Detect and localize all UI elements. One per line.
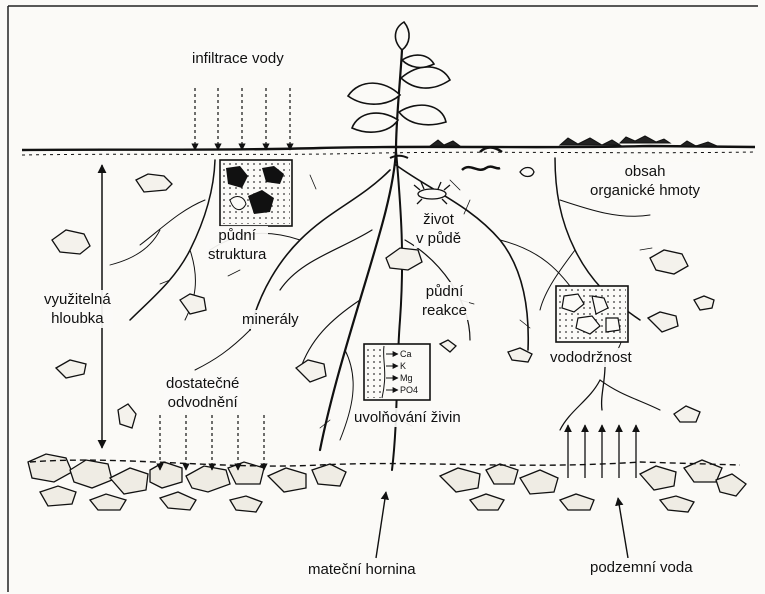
label-organic-matter-text: obsah organické hmoty	[590, 162, 700, 200]
label-organic-matter: obsah organické hmoty	[588, 162, 702, 200]
nutrient-ca: Ca	[400, 349, 412, 359]
soil-surface-line	[22, 146, 755, 155]
label-usable-depth-text: využitelná hloubka	[44, 290, 111, 328]
infiltration-arrows	[195, 88, 290, 150]
label-groundwater: podzemní voda	[588, 558, 695, 577]
label-drainage: dostatečné odvodnění	[164, 374, 241, 412]
label-usable-depth: využitelná hloubka	[42, 290, 113, 328]
label-drainage-text: dostatečné odvodnění	[166, 374, 239, 412]
label-water-retention: vododržnost	[548, 348, 634, 367]
nutrient-mg: Mg	[400, 373, 413, 383]
label-infiltrace: infiltrace vody	[190, 49, 286, 68]
label-parent-rock: mateční hornina	[306, 560, 418, 579]
nutrient-k: K	[400, 361, 406, 371]
nutrient-release-box	[364, 344, 430, 400]
nutrient-po4: PO4	[400, 385, 418, 395]
soil-organisms	[414, 167, 534, 204]
label-soil-structure-text: půdní struktura	[208, 226, 266, 264]
label-soil-life-text: život v půdě	[416, 210, 461, 248]
label-soil-life: život v půdě	[414, 210, 463, 248]
water-retention-box	[556, 286, 628, 342]
label-soil-structure: půdní struktura	[206, 226, 268, 264]
bedrock-boundary	[30, 460, 740, 466]
plant	[348, 22, 450, 150]
bedrock	[28, 454, 746, 512]
label-soil-reaction-text: půdní reakce	[422, 282, 467, 320]
soil-structure-box	[220, 160, 292, 226]
label-minerals: minerály	[240, 310, 301, 329]
groundwater-arrows	[568, 425, 636, 478]
label-nutrient-release: uvolňování živin	[352, 408, 463, 427]
drainage-arrows	[160, 415, 264, 470]
label-soil-reaction: půdní reakce	[420, 282, 469, 320]
